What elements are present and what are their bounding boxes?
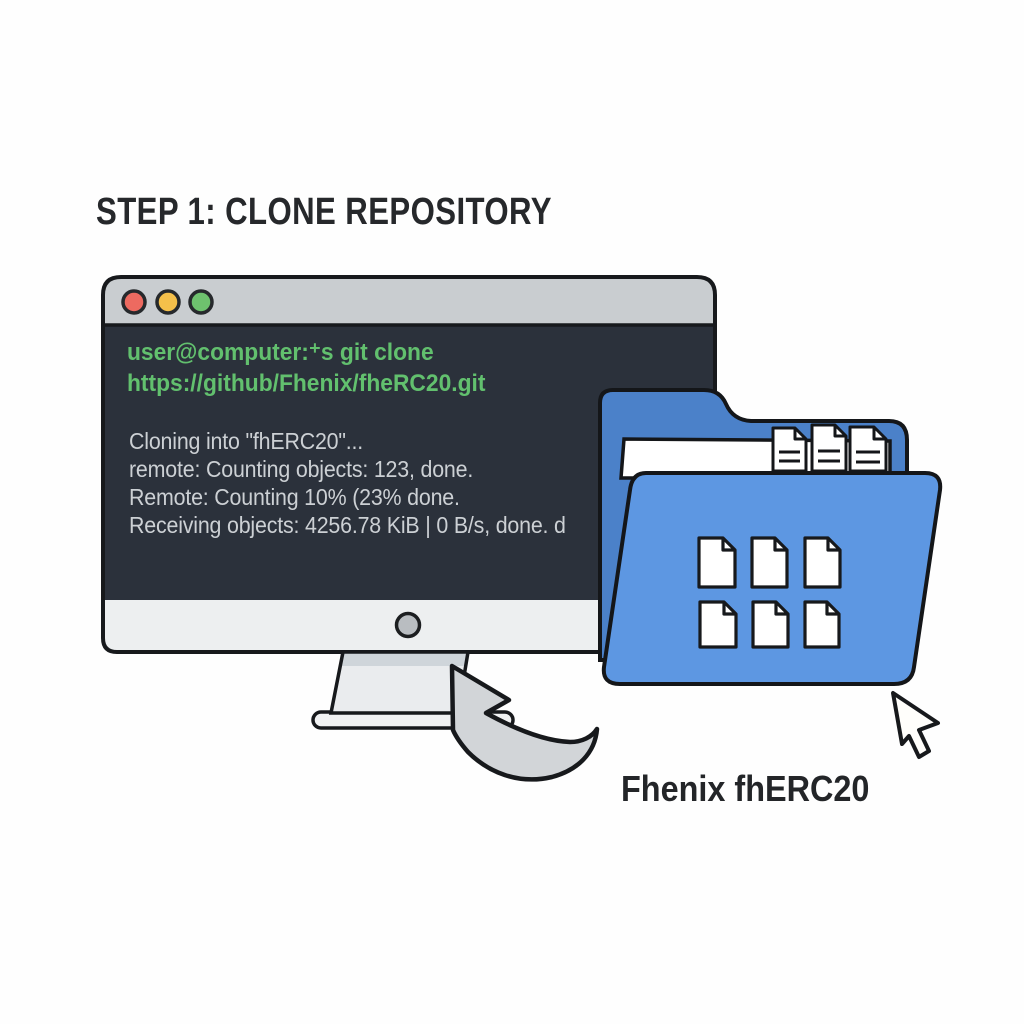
file-icon (698, 600, 738, 649)
terminal-titlebar (103, 277, 715, 325)
monitor-stand (331, 652, 468, 713)
file-icon (803, 536, 842, 589)
close-button-icon (121, 289, 147, 315)
terminal-prompt-line-2: https://github/Fhenix/fheRC20.git (127, 370, 486, 397)
terminal-output-line-1: Cloning into "fhERC20"... (129, 428, 364, 454)
step-title: STEP 1: CLONE REPOSITORY (96, 191, 552, 233)
monitor-frame (101, 275, 717, 654)
terminal-prompt: user@computer:⁺s git clone https://githu… (127, 337, 485, 399)
file-icon (750, 536, 789, 589)
file-icon (848, 425, 888, 473)
file-icon (697, 536, 737, 589)
terminal-prompt-line-1: user@computer:⁺s git clone (127, 339, 434, 366)
peeking-file-icons (771, 423, 888, 473)
curved-arrow-icon (449, 663, 600, 782)
minimize-button-icon (155, 289, 181, 315)
terminal-output: Cloning into "fhERC20"... remote: Counti… (129, 427, 587, 539)
maximize-button-icon (188, 289, 214, 315)
monitor-power-button-icon (394, 611, 422, 639)
terminal-output-line-2: remote: Counting objects: 123, done. (129, 456, 474, 482)
folder-file-icons (697, 536, 842, 649)
terminal-output-line-4: Receiving objects: 4256.78 KiB | 0 B/s, … (129, 512, 566, 538)
file-icon (803, 600, 841, 649)
file-icon (771, 426, 808, 473)
mouse-cursor-icon (891, 691, 940, 759)
folder-label: Fhenix fhERC20 (621, 768, 870, 809)
terminal-output-line-3: Remote: Counting 10% (23% done. (129, 484, 460, 510)
file-icon (810, 423, 848, 473)
file-icon (751, 600, 790, 649)
monitor-stand-band (341, 652, 468, 666)
